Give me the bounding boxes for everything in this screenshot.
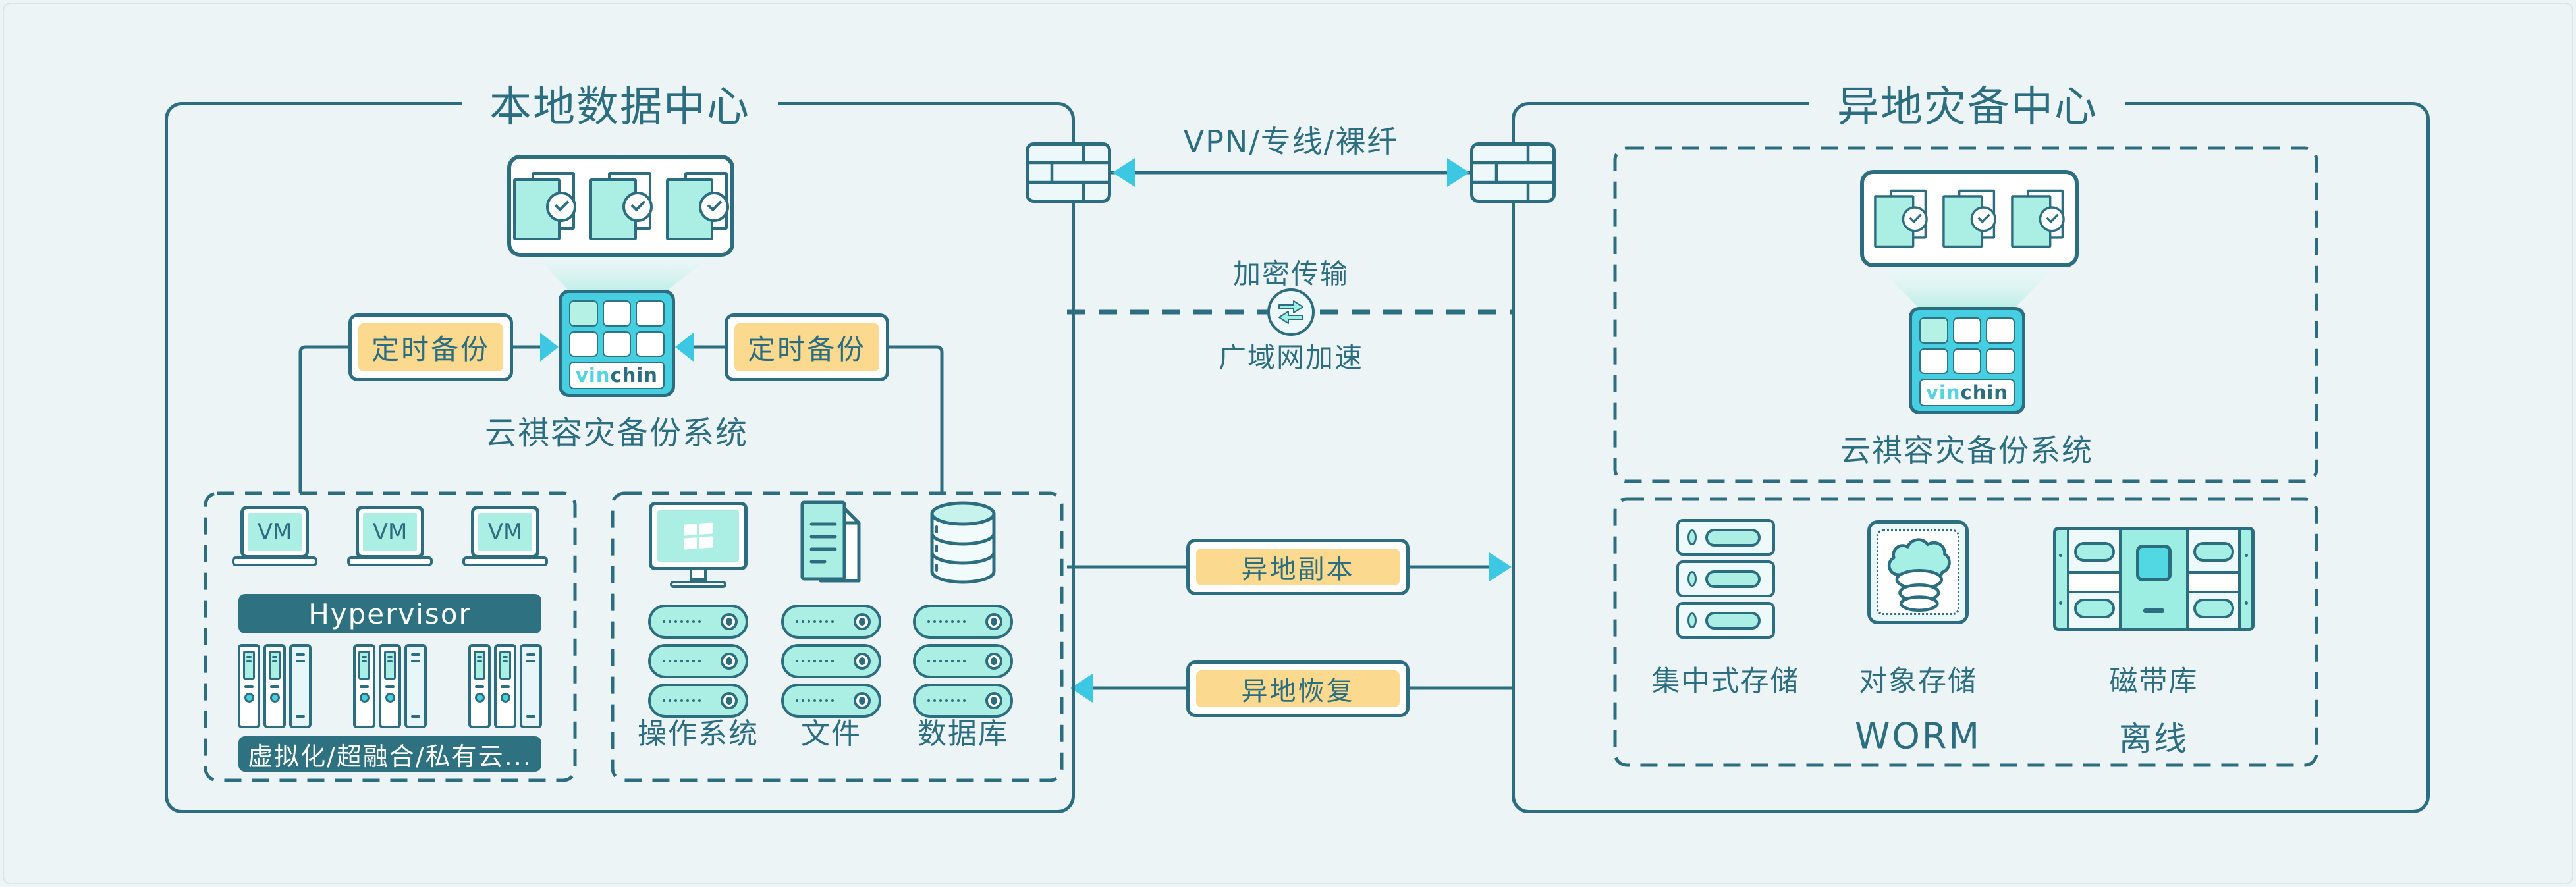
virtualization-group-box [204, 491, 577, 782]
file-document-icon [800, 500, 861, 583]
workload-file-label: 文件 [801, 717, 862, 751]
windows-logo-icon [684, 522, 713, 550]
firewall-icon-left [1026, 142, 1111, 203]
server-pill-icon [913, 644, 1013, 678]
file-server-stack [781, 605, 881, 718]
backup-doc-check-icon [2011, 189, 2065, 248]
centralized-storage-label: 集中式存储 [1651, 665, 1800, 698]
server-pill-icon [648, 644, 748, 678]
server-rack-icon [466, 644, 544, 728]
backup-doc-check-icon [1874, 189, 1928, 248]
centralized-storage-icon [1676, 519, 1775, 639]
vm-laptop-icon: VM [232, 506, 317, 566]
worm-label: WORM [1854, 715, 1982, 757]
remote-backup-group-box [1613, 146, 2318, 483]
vpn-link-label: VPN/专线/裸纤 [1183, 124, 1399, 159]
encrypted-transfer-label: 加密传输 [1232, 257, 1350, 290]
beam-left [532, 252, 717, 291]
server-pill-icon [781, 684, 881, 718]
wan-acceleration-label: 广域网加速 [1218, 341, 1364, 374]
tape-library-icon [2053, 527, 2255, 631]
offline-label: 离线 [2119, 720, 2189, 758]
firewall-icon-right [1470, 142, 1556, 203]
local-system-label: 云祺容灾备份系统 [484, 415, 749, 452]
db-server-stack [913, 605, 1013, 718]
os-monitor-icon [649, 502, 748, 588]
remote-system-label: 云祺容灾备份系统 [1840, 433, 2093, 468]
offsite-copy-chip: 异地副本 [1186, 539, 1410, 595]
vm-laptop-icon: VM [462, 506, 548, 566]
server-pill-icon [648, 605, 748, 639]
offsite-restore-chip: 异地恢复 [1186, 660, 1410, 717]
server-pill-icon [913, 684, 1013, 718]
workload-db-label: 数据库 [918, 717, 1008, 751]
beam-right [1875, 263, 2059, 307]
tape-library-label: 磁带库 [2109, 665, 2199, 698]
server-rack-icon [351, 644, 429, 728]
server-pill-icon [648, 684, 748, 718]
vm-laptop-icon: VM [347, 506, 433, 566]
server-rack-icon [236, 644, 314, 728]
workload-os-label: 操作系统 [638, 717, 759, 751]
scheduled-backup-left-chip: 定时备份 [348, 313, 513, 381]
os-server-stack [648, 605, 748, 718]
transfer-icon [1267, 288, 1315, 336]
backup-doc-check-icon [1942, 189, 1996, 248]
local-backup-repository [507, 155, 734, 257]
server-pill-icon [913, 605, 1013, 639]
backup-doc-check-icon [512, 171, 576, 240]
scheduled-backup-right-chip: 定时备份 [725, 313, 889, 381]
platform-bar: 虚拟化/超融合/私有云... [238, 736, 541, 772]
backup-doc-check-icon [589, 171, 653, 240]
remote-storage-group-box [1613, 497, 2318, 767]
workload-group-box [611, 491, 1064, 782]
object-storage-label: 对象存储 [1859, 665, 1977, 698]
hypervisor-bar: Hypervisor [238, 594, 541, 633]
server-pill-icon [781, 644, 881, 678]
server-pill-icon [781, 605, 881, 639]
database-icon [930, 501, 996, 584]
object-storage-icon [1867, 520, 1969, 624]
remote-datacenter-title: 异地灾备中心 [1809, 73, 2125, 134]
local-datacenter-title: 本地数据中心 [462, 73, 778, 134]
backup-doc-check-icon [665, 171, 729, 240]
remote-backup-repository [1860, 170, 2079, 267]
